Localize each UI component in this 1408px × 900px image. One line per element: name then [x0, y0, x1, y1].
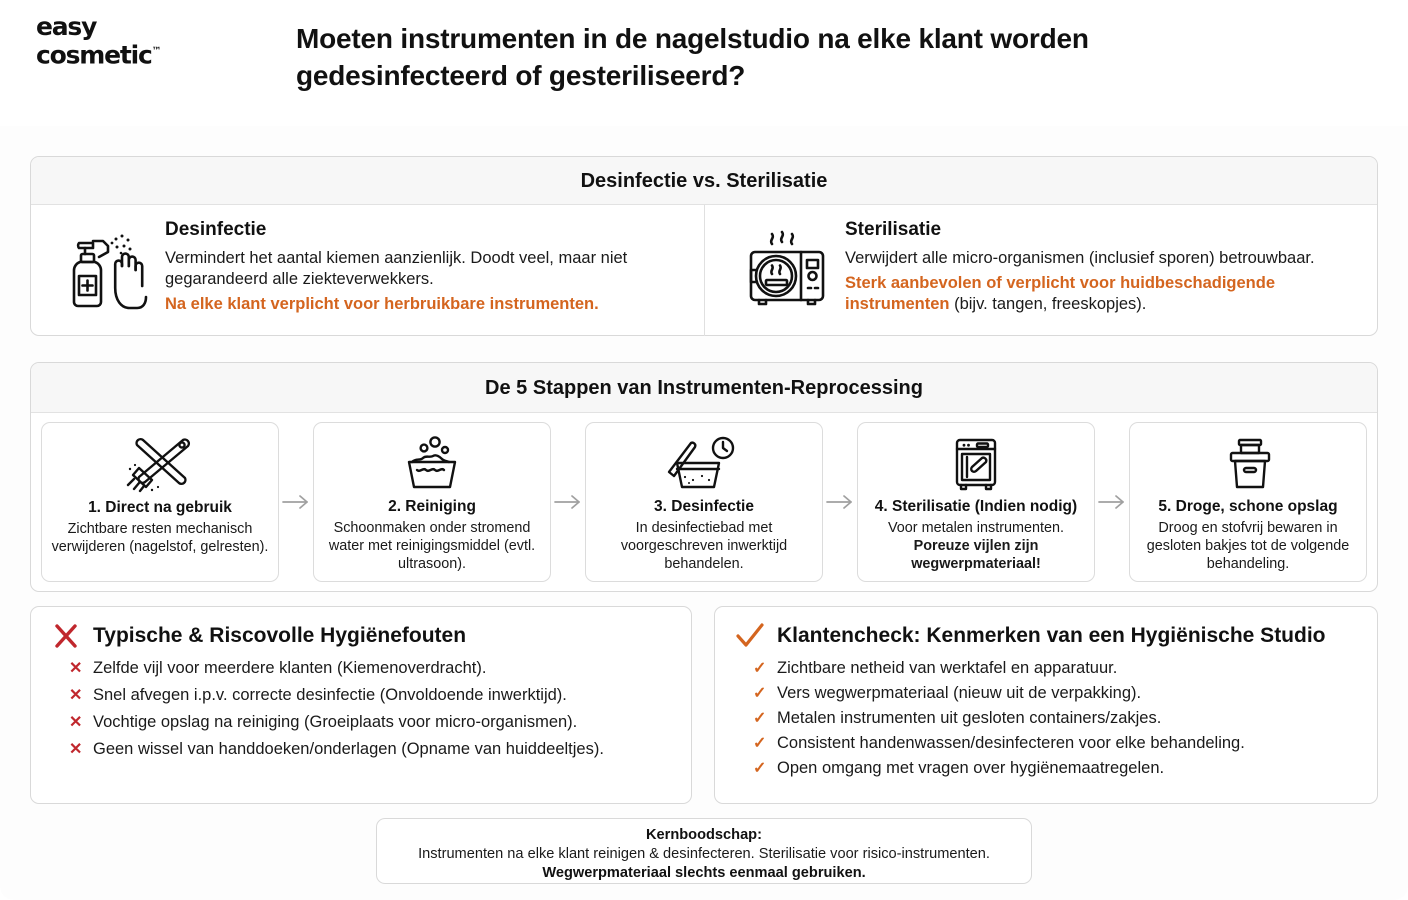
logo-line-2: cosmetic™ [36, 40, 162, 70]
customer-check-section: Klantencheck: Kenmerken van een Hygiënis… [714, 606, 1378, 804]
disinfection-body: Vermindert het aantal kiemen aanzienlijk… [165, 249, 628, 288]
step-card-3: 3. Desinfectie In desinfectiebad met voo… [585, 422, 823, 582]
step-arrow-1 [279, 422, 313, 582]
list-item: ✓ Open omgang met vragen over hygiënemaat… [753, 758, 1359, 779]
errors-heading: Typische & Riscovolle Hygiënefouten [93, 624, 467, 647]
check-marker-icon: ✓ [753, 710, 767, 727]
disinfection-bath-clock-icon [667, 433, 741, 494]
x-marker-icon: ✕ [69, 660, 83, 677]
steps-section: De 5 Stappen van Instrumenten-Reprocessi… [30, 362, 1378, 592]
step-card-4: 4. Sterilisatie (Indien nodig) Voor meta… [857, 422, 1095, 582]
list-item-label: Consistent handenwassen/desinfecteren vo… [777, 734, 1245, 752]
x-marker-icon: ✕ [69, 687, 83, 704]
storage-box-icon [1211, 433, 1285, 494]
list-item: ✓ Zichtbare netheid van werktafel en appa… [753, 658, 1359, 679]
orange-check-icon [735, 621, 765, 651]
core-message-title: Kernboodschap: [646, 827, 762, 843]
checks-heading: Klantencheck: Kenmerken van een Hygiënis… [777, 624, 1326, 647]
list-item-label: Zichtbare netheid van werktafel en appar… [777, 659, 1118, 677]
x-marker-icon: ✕ [69, 714, 83, 731]
list-item-label: Metalen instrumenten uit gesloten contai… [777, 709, 1162, 727]
list-item: ✕ Vochtige opslag na reiniging (Groeiplaa… [69, 712, 671, 733]
logo-line-1: easy [36, 12, 97, 41]
check-marker-icon: ✓ [753, 735, 767, 752]
step-desc-5: Droog en stofvrij bewaren in gesloten ba… [1146, 520, 1350, 572]
step-desc-2: Schoonmaken onder stromend water met rei… [328, 520, 536, 572]
x-marker-icon: ✕ [69, 741, 83, 758]
step-desc-4: Voor metalen instrumenten. Poreuze vijle… [888, 520, 1064, 572]
list-item: ✕ Zelfde vijl voor meerdere klanten (Kiem… [69, 658, 671, 679]
disinfection-title: Desinfectie [165, 219, 267, 240]
brand-logo: easy cosmetic™ [36, 14, 162, 67]
page-header: easy cosmetic™ Moeten instrumenten in de… [0, 0, 1408, 126]
step-card-5: 5. Droge, schone opslag Droog en stofvri… [1129, 422, 1367, 582]
sterilization-body: Verwijdert alle micro-organismen (inclus… [845, 249, 1315, 267]
list-item-label: Zelfde vijl voor meerdere klanten (Kieme… [93, 659, 487, 677]
step-desc-1: Zichtbare resten mechanisch verwijderen … [51, 521, 269, 555]
comparison-heading: Desinfectie vs. Sterilisatie [31, 157, 1377, 205]
comparison-section: Desinfectie vs. Sterilisatie [30, 156, 1378, 336]
spray-bottle-hand-icon [55, 219, 159, 319]
sterilization-text: Sterilisatie Verwijdert alle micro-organ… [839, 219, 1359, 315]
errors-header: Typische & Riscovolle Hygiënefouten [51, 621, 671, 651]
errors-list: ✕ Zelfde vijl voor meerdere klanten (Kiem… [51, 658, 671, 760]
step-arrow-4 [1095, 422, 1129, 582]
step-title-2: 2. Reiniging [388, 498, 476, 515]
checks-header: Klantencheck: Kenmerken van een Hygiënis… [735, 621, 1359, 651]
brush-file-icon [123, 433, 197, 495]
check-marker-icon: ✓ [753, 685, 767, 702]
steps-heading: De 5 Stappen van Instrumenten-Reprocessi… [31, 363, 1377, 413]
core-message-content: Kernboodschap: Instrumenten na elke klan… [377, 819, 1031, 883]
checks-list: ✓ Zichtbare netheid van werktafel en appa… [735, 658, 1359, 779]
step-arrow-3 [823, 422, 857, 582]
step-title-5: 5. Droge, schone opslag [1158, 498, 1338, 515]
list-item: ✕ Geen wissel van handdoeken/onderlagen (… [69, 739, 671, 760]
step-card-2: 2. Reiniging Schoonmaken onder stromend … [313, 422, 551, 582]
red-cross-icon [51, 621, 81, 651]
disinfection-highlight: Na elke klant verplicht voor herbruikbar… [165, 295, 599, 313]
check-marker-icon: ✓ [753, 760, 767, 777]
step-card-1: 1. Direct na gebruik Zichtbare resten me… [41, 422, 279, 582]
sterilizer-icon [939, 433, 1013, 494]
step-arrow-2 [551, 422, 585, 582]
list-item-label: Vers wegwerpmateriaal (nieuw uit de verp… [777, 684, 1142, 702]
disinfection-column: Desinfectie Vermindert het aantal kiemen… [31, 205, 704, 336]
steps-row: 1. Direct na gebruik Zichtbare resten me… [31, 413, 1377, 592]
sterilization-title: Sterilisatie [845, 219, 942, 240]
step-title-4: 4. Sterilisatie (Indien nodig) [874, 498, 1078, 515]
list-item-label: Vochtige opslag na reiniging (Groeiplaat… [93, 713, 578, 731]
core-message-line1: Instrumenten na elke klant reinigen & de… [418, 846, 990, 862]
core-message-line2: Wegwerpmateriaal slechts eenmaal gebruik… [542, 865, 866, 881]
disinfection-text: Desinfectie Vermindert het aantal kiemen… [159, 219, 686, 315]
autoclave-icon [735, 219, 839, 319]
hygiene-errors-section: Typische & Riscovolle Hygiënefouten ✕ Zel… [30, 606, 692, 804]
wash-basin-icon [395, 433, 469, 494]
comparison-body: Desinfectie Vermindert het aantal kiemen… [31, 205, 1377, 336]
trademark-symbol: ™ [151, 46, 162, 57]
step-title-3: 3. Desinfectie [654, 498, 754, 515]
page-title: Moeten instrumenten in de nagelstudio na… [296, 23, 1089, 91]
list-item-label: Open omgang met vragen over hygiënemaatr… [777, 759, 1165, 777]
list-item: ✓ Metalen instrumenten uit gesloten conta… [753, 708, 1359, 729]
list-item-label: Geen wissel van handdoeken/onderlagen (O… [93, 740, 604, 758]
step-desc-3: In desinfectiebad met voorgeschreven inw… [620, 520, 788, 572]
sterilization-highlight: Sterk aanbevolen of verplicht voor huidb… [845, 274, 1276, 313]
step-title-1: 1. Direct na gebruik [88, 499, 232, 516]
list-item-label: Snel afvegen i.p.v. correcte desinfectie… [93, 686, 567, 704]
check-marker-icon: ✓ [753, 660, 767, 677]
list-item: ✓ Consistent handenwassen/desinfecteren v… [753, 733, 1359, 754]
sterilization-column: Sterilisatie Verwijdert alle micro-organ… [704, 205, 1377, 336]
list-item: ✕ Snel afvegen i.p.v. correcte desinfecti… [69, 685, 671, 706]
core-message-box: Kernboodschap: Instrumenten na elke klan… [376, 818, 1032, 884]
list-item: ✓ Vers wegwerpmateriaal (nieuw uit de ver… [753, 683, 1359, 704]
